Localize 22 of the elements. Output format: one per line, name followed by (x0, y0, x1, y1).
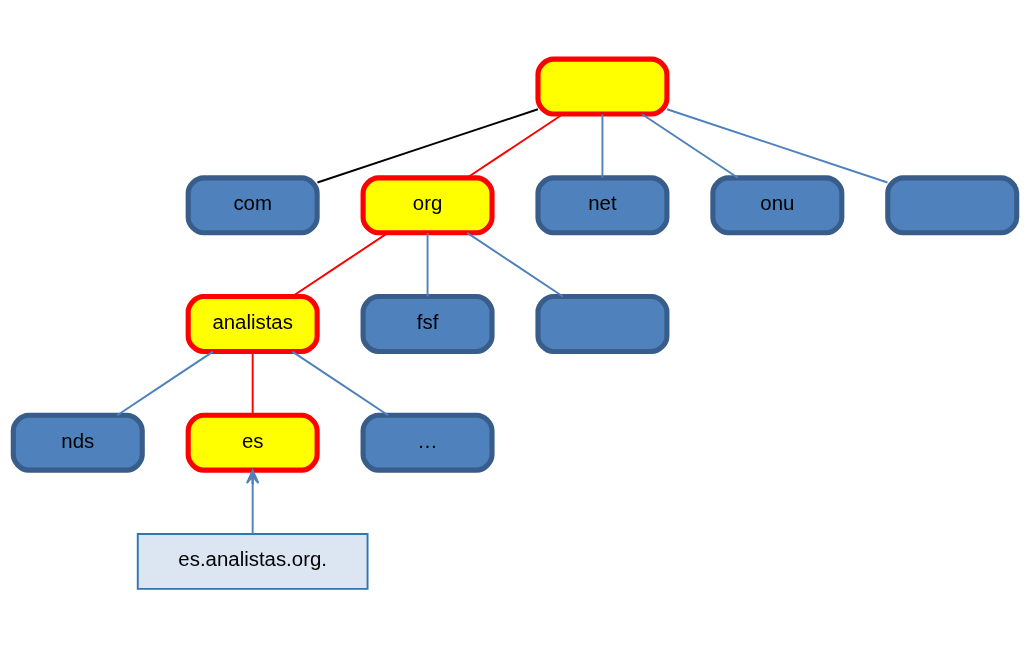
connector (601, 112, 604, 179)
node-box: fsf (360, 293, 495, 354)
node-box: net (535, 174, 670, 235)
connector (116, 350, 214, 416)
node-box: es.analistas.org. (136, 532, 369, 590)
node-box: … (360, 412, 495, 473)
node-box: onu (710, 174, 845, 235)
node-box: es (185, 412, 320, 473)
node-box: nds (10, 412, 145, 473)
connector (666, 107, 889, 183)
connector (466, 231, 564, 297)
node-box: com (185, 174, 320, 235)
connector (316, 107, 539, 183)
node-box (885, 174, 1020, 235)
node-box (535, 293, 670, 354)
connector (426, 231, 429, 297)
connector (641, 112, 739, 179)
arrow (245, 468, 260, 535)
connector (291, 350, 389, 416)
node-box: analistas (185, 293, 320, 354)
node-box (535, 56, 670, 117)
node-box: org (360, 174, 495, 235)
